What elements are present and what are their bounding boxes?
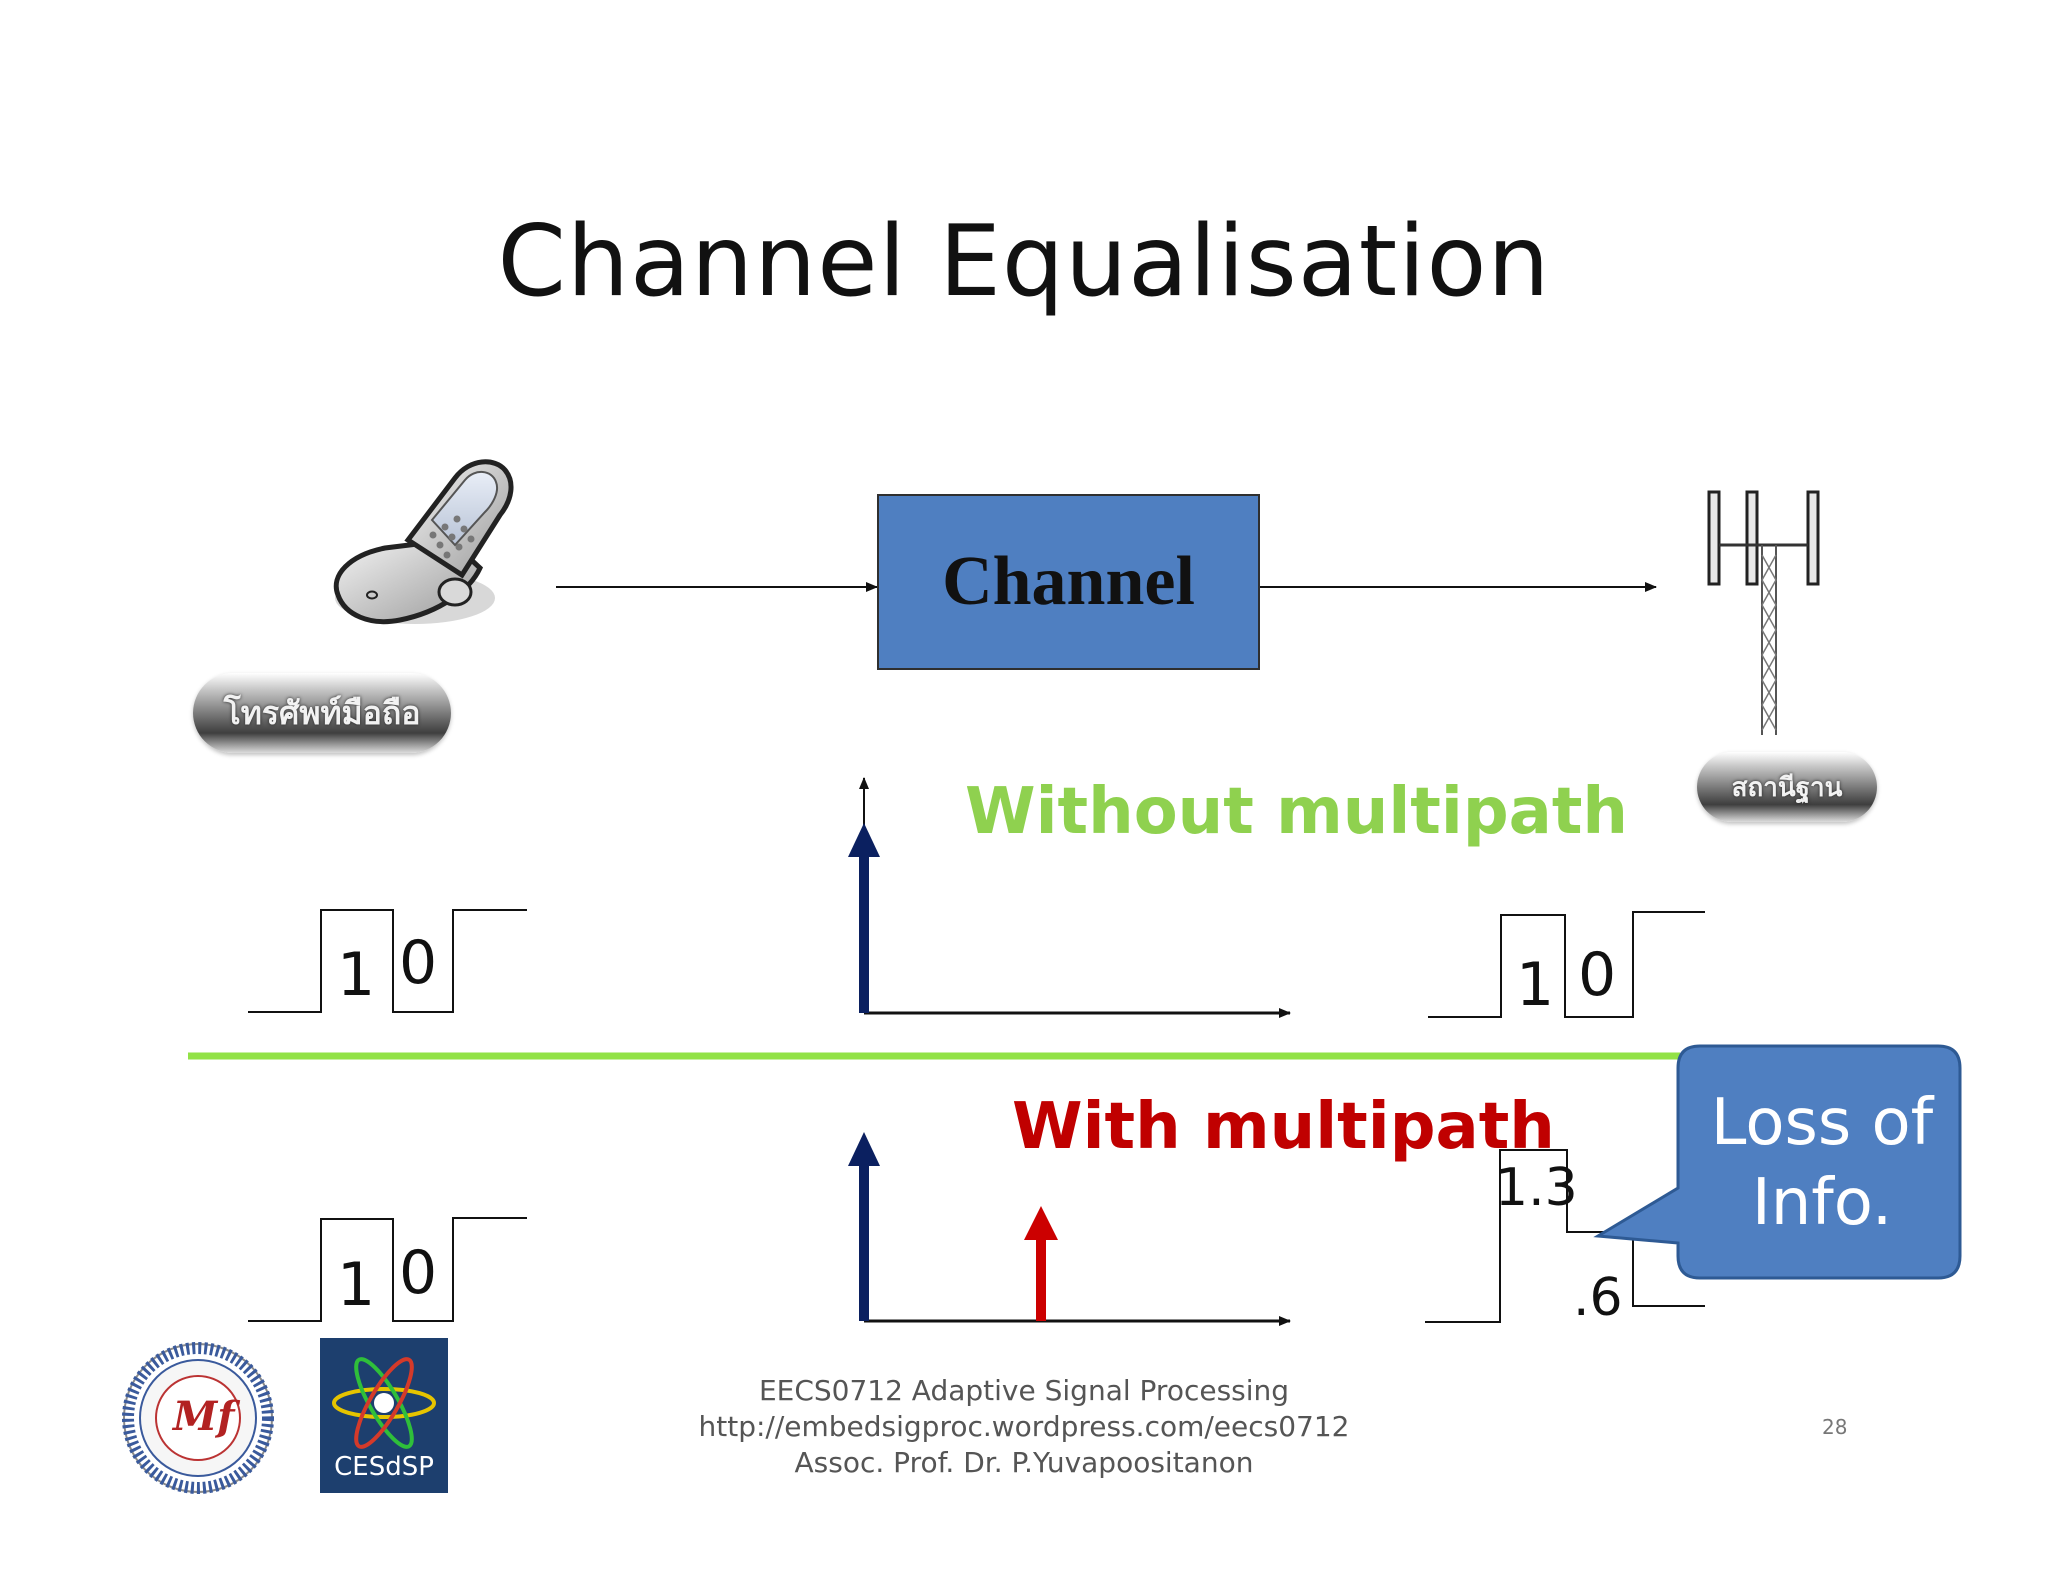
tx-bottom-bit-0: 0	[399, 1238, 438, 1308]
cesdsp-logo-graphic	[332, 1357, 436, 1449]
tx-top-bit-0: 0	[399, 928, 438, 998]
tx-pulse-bottom	[248, 1217, 527, 1322]
channel-label: Channel	[942, 543, 1195, 620]
rx-pulse-bottom	[1425, 1149, 1705, 1323]
impulse-bottom-main-tap	[848, 1132, 880, 1321]
page-number: 28	[1822, 1415, 1848, 1439]
slide-title: Channel Equalisation	[497, 205, 1551, 319]
callout-line-2: Info.	[1751, 1166, 1893, 1240]
rx-bottom-low-value: .6	[1573, 1268, 1623, 1328]
footer-url: http://embedsigproc.wordpress.com/eecs07…	[698, 1410, 1350, 1443]
callout-text: Loss of Info.	[1682, 1083, 1962, 1243]
university-seal-logo	[122, 1342, 274, 1494]
antenna-tower-icon	[1707, 490, 1820, 735]
with-multipath-label: With multipath	[1012, 1090, 1555, 1164]
impulse-top-main-tap	[848, 823, 880, 1013]
callout-line-1: Loss of	[1710, 1086, 1934, 1160]
impulse-bottom-echo-tap	[1024, 1206, 1058, 1321]
tx-bottom-bit-1: 1	[337, 1250, 376, 1320]
tx-pulse-top	[248, 909, 527, 1013]
phone-label: โทรศัพท์มือถือ	[193, 673, 451, 753]
mobile-phone-icon	[333, 459, 514, 625]
rx-pulse-top	[1428, 911, 1705, 1018]
rx-top-bit-0: 0	[1578, 940, 1617, 1010]
tx-top-bit-1: 1	[337, 940, 376, 1010]
rx-bottom-high-value: 1.3	[1495, 1158, 1578, 1218]
channel-box: Channel	[877, 494, 1260, 670]
footer-course: EECS0712 Adaptive Signal Processing	[758, 1374, 1290, 1407]
rx-top-bit-1: 1	[1516, 950, 1555, 1020]
without-multipath-label: Without multipath	[965, 775, 1628, 849]
footer: EECS0712 Adaptive Signal Processing http…	[0, 1373, 2048, 1481]
station-label: สถานีฐาน	[1697, 752, 1877, 822]
footer-author: Assoc. Prof. Dr. P.Yuvapoositanon	[794, 1446, 1254, 1479]
loss-of-info-callout	[1593, 1044, 1962, 1280]
cesdsp-logo-text: CESdSP	[334, 1452, 434, 1482]
